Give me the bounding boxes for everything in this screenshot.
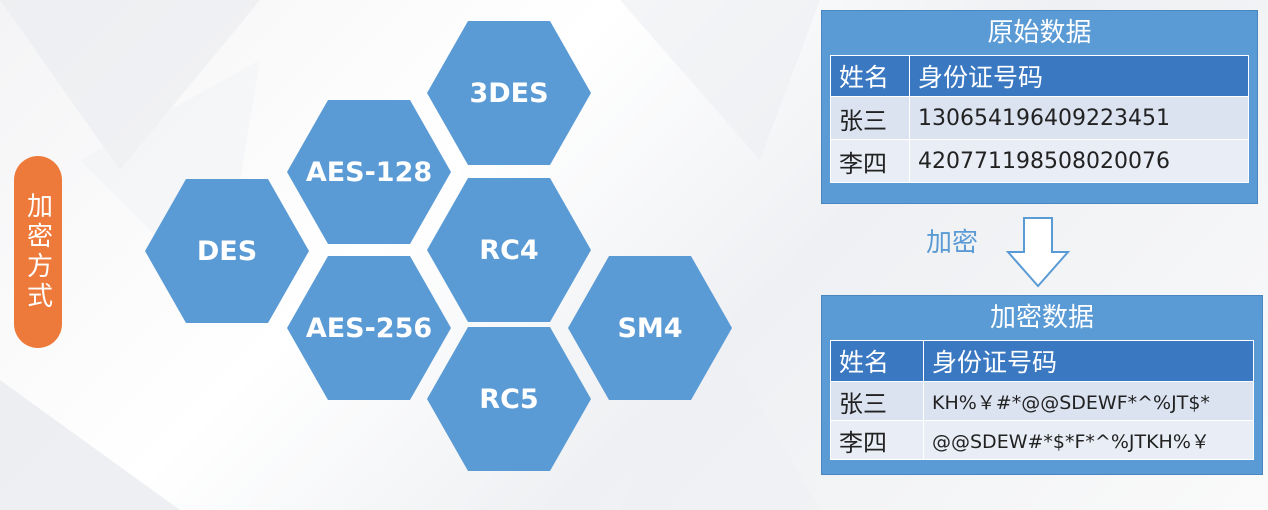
original-data-table: 姓名 身份证号码 张三 130654196409223451 李四 420771… xyxy=(830,55,1249,183)
header-id-number: 身份证号码 xyxy=(923,340,1254,382)
hex-sm4: SM4 xyxy=(568,256,732,400)
encrypt-label: 加密 xyxy=(926,228,979,258)
hex-aes-256: AES-256 xyxy=(287,256,451,400)
encryption-methods-label: 加密方式 xyxy=(14,156,62,348)
table-row: 李四 @@SDEW#*$*F*^%JTKH%￥ xyxy=(830,420,1254,460)
original-data-title: 原始数据 xyxy=(987,18,1092,48)
hex-label: AES-256 xyxy=(305,312,433,344)
cell-name: 李四 xyxy=(830,139,910,183)
table-row: 张三 KH%￥#*@@SDEWF*^%JT$* xyxy=(830,381,1254,421)
hex-3des: 3DES xyxy=(427,21,591,165)
encrypted-data-table: 姓名 身份证号码 张三 KH%￥#*@@SDEWF*^%JT$* 李四 @@SD… xyxy=(830,340,1254,460)
down-arrow-icon xyxy=(1006,217,1070,288)
hex-label: RC4 xyxy=(479,234,539,266)
cell-name: 张三 xyxy=(830,96,910,140)
table-row: 李四 420771198508020076 xyxy=(830,139,1249,183)
cell-name: 李四 xyxy=(830,420,924,460)
hex-rc4: RC4 xyxy=(427,178,591,322)
encrypted-data-title: 加密数据 xyxy=(989,303,1094,333)
encrypted-data-panel: 加密数据 姓名 身份证号码 张三 KH%￥#*@@SDEWF*^%JT$* 李四… xyxy=(821,295,1263,475)
cell-id-number: 420771198508020076 xyxy=(909,139,1249,183)
header-name: 姓名 xyxy=(830,340,924,382)
hex-des: DES xyxy=(145,179,309,323)
hex-label: AES-128 xyxy=(305,156,433,188)
header-id-number: 身份证号码 xyxy=(909,55,1249,97)
original-data-panel: 原始数据 姓名 身份证号码 张三 130654196409223451 李四 4… xyxy=(821,10,1258,204)
cell-encrypted-value: KH%￥#*@@SDEWF*^%JT$* xyxy=(923,381,1254,421)
hex-label: DES xyxy=(196,235,258,267)
side-label-text: 加密方式 xyxy=(22,192,53,312)
cell-name: 张三 xyxy=(830,381,924,421)
cell-encrypted-value: @@SDEW#*$*F*^%JTKH%￥ xyxy=(923,420,1254,460)
hex-rc5: RC5 xyxy=(427,327,591,471)
hex-label: 3DES xyxy=(469,77,549,109)
header-name: 姓名 xyxy=(830,55,910,97)
cell-id-number: 130654196409223451 xyxy=(909,96,1249,140)
table-header-row: 姓名 身份证号码 xyxy=(830,55,1249,97)
hex-aes-128: AES-128 xyxy=(287,100,451,244)
hex-label: SM4 xyxy=(617,312,683,344)
table-row: 张三 130654196409223451 xyxy=(830,96,1249,140)
hex-label: RC5 xyxy=(479,383,539,415)
table-header-row: 姓名 身份证号码 xyxy=(830,340,1254,382)
